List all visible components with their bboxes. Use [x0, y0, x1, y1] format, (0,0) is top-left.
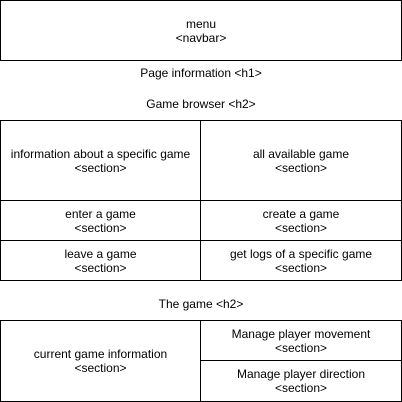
- section-title: information about a specific game: [10, 146, 191, 161]
- page-heading-label: Page information <h1>: [140, 66, 262, 80]
- section-current-game-info: current game information <section>: [0, 320, 201, 402]
- section-title: create a game: [262, 206, 340, 221]
- section-leave-game: leave a game <section>: [0, 240, 201, 281]
- section-title: get logs of a specific game: [229, 246, 373, 261]
- navbar-title: menu: [185, 16, 217, 31]
- navbar-tag: <navbar>: [175, 30, 227, 45]
- section-tag: <section>: [74, 260, 127, 275]
- section-title: Manage player movement: [231, 326, 371, 341]
- section-enter-game: enter a game <section>: [0, 200, 201, 241]
- section-title: Manage player direction: [236, 367, 366, 381]
- section-tag: <section>: [274, 220, 328, 235]
- section-player-direction: Manage player direction <section>: [200, 360, 402, 402]
- section-tag: <section>: [274, 260, 328, 275]
- section-title: all available game: [252, 146, 350, 161]
- section-tag: <section>: [74, 361, 127, 375]
- navbar-box: menu <navbar>: [0, 0, 402, 61]
- game-heading-label: The game <h2>: [158, 297, 244, 311]
- section-player-movement: Manage player movement <section>: [200, 320, 402, 361]
- section-title: leave a game: [64, 246, 137, 261]
- section-game-info: information about a specific game <secti…: [0, 120, 201, 201]
- section-title: current game information: [33, 347, 168, 361]
- section-tag: <section>: [274, 340, 328, 355]
- section-tag: <section>: [74, 160, 127, 175]
- section-all-available-game: all available game <section>: [200, 120, 402, 201]
- game-browser-heading-label: Game browser <h2>: [146, 97, 256, 111]
- section-tag: <section>: [274, 381, 328, 395]
- section-tag: <section>: [74, 220, 127, 235]
- section-title: enter a game: [65, 206, 136, 221]
- section-game-logs: get logs of a specific game <section>: [200, 240, 402, 281]
- section-tag: <section>: [274, 160, 328, 175]
- section-create-game: create a game <section>: [200, 200, 402, 241]
